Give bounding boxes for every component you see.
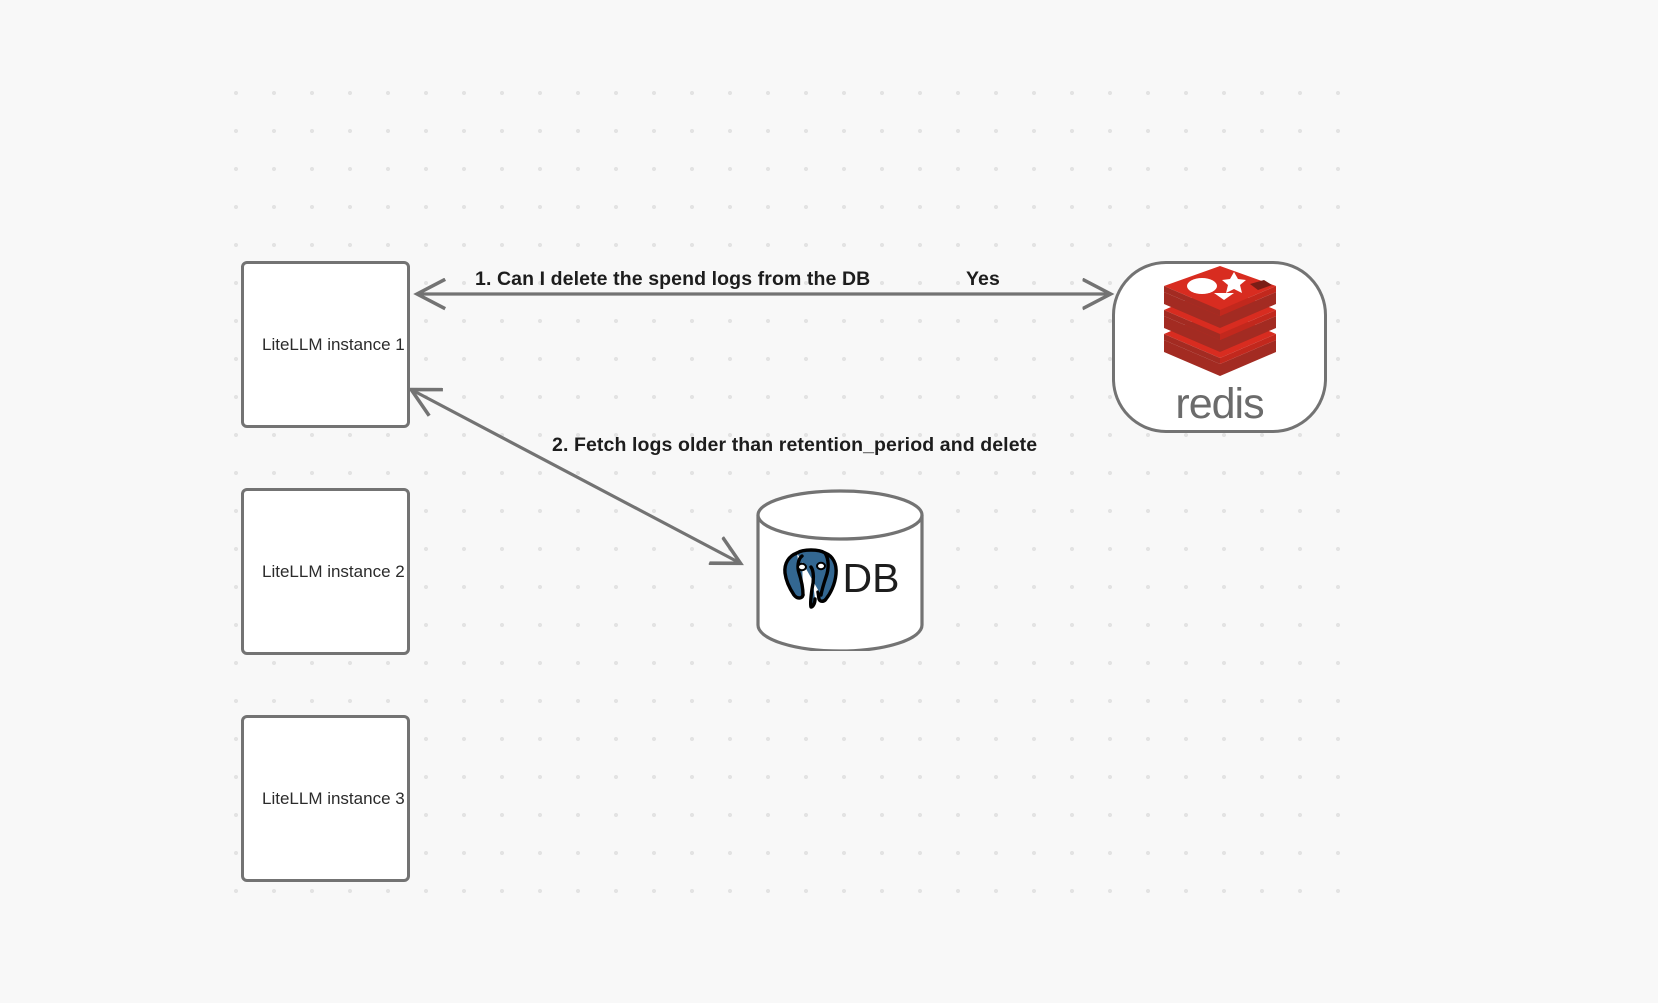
edge-label-1: 1. Can I delete the spend logs from the … (475, 268, 871, 290)
redis-logo-icon (1163, 265, 1276, 376)
node-litellm-instance-2[interactable]: LiteLLM instance 2 (241, 488, 410, 655)
node-litellm-instance-2-label: LiteLLM instance 2 (262, 561, 405, 581)
database-label: DB (842, 554, 900, 601)
node-database[interactable]: DB (754, 489, 926, 653)
node-litellm-instance-1[interactable]: LiteLLM instance 1 (241, 261, 410, 428)
node-litellm-instance-3[interactable]: LiteLLM instance 3 (241, 715, 410, 882)
edge-label-1-reply: Yes (966, 268, 1000, 290)
node-litellm-instance-3-label: LiteLLM instance 3 (262, 788, 405, 808)
redis-wordmark: redis (1175, 379, 1264, 428)
edge-label-2: 2. Fetch logs older than retention_perio… (552, 434, 1038, 456)
postgresql-elephant-icon (782, 548, 838, 609)
node-litellm-instance-1-label: LiteLLM instance 1 (262, 334, 405, 354)
node-redis[interactable]: redis (1112, 261, 1327, 433)
database-cylinder-shape (756, 489, 924, 653)
